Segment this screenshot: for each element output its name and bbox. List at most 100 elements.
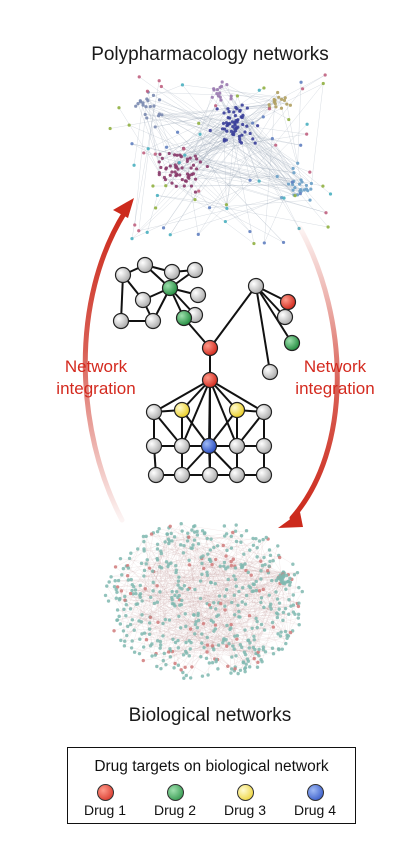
cloud-node <box>177 614 181 619</box>
cloud-node <box>239 540 243 544</box>
cloud-node <box>155 664 159 669</box>
cloud-node <box>200 561 204 566</box>
cloud-edge <box>149 594 294 635</box>
cloud-node <box>200 529 205 533</box>
cloud-node <box>179 543 183 547</box>
cloud-edge <box>198 124 308 235</box>
cloud-node <box>193 587 197 592</box>
cloud-edge <box>174 581 288 596</box>
cloud-node <box>117 614 121 619</box>
cloud-edge <box>110 97 286 129</box>
cloud-edge <box>144 545 254 552</box>
cloud-edge <box>180 154 294 173</box>
cloud-node <box>140 613 144 617</box>
cloud-edge <box>220 566 239 606</box>
cloud-node <box>283 629 288 634</box>
cloud-node <box>193 524 197 528</box>
cloud-node <box>255 665 260 669</box>
cloud-node <box>253 141 257 145</box>
cloud-node <box>187 176 191 180</box>
cloud-node <box>187 558 191 563</box>
cloud-edge <box>195 100 276 193</box>
cloud-node <box>117 106 121 110</box>
cloud-node <box>157 79 161 83</box>
cloud-edge <box>141 544 194 564</box>
cloud-node <box>113 565 118 569</box>
cloud-edge <box>223 640 242 648</box>
cloud-edge <box>187 543 199 590</box>
cloud-node <box>109 575 113 579</box>
cloud-edge <box>264 198 285 243</box>
cloud-node <box>229 129 233 133</box>
cloud-node <box>299 80 303 84</box>
cloud-node <box>154 206 158 210</box>
cloud-node <box>233 634 237 638</box>
cloud-node <box>157 527 161 531</box>
cloud-node <box>270 578 274 583</box>
cloud-node <box>226 123 230 127</box>
cloud-node <box>141 534 146 539</box>
cloud-node <box>262 555 266 560</box>
cloud-edge <box>127 586 250 627</box>
cloud-node <box>160 156 164 160</box>
cloud-edge <box>157 559 246 631</box>
cloud-node <box>216 94 221 98</box>
cloud-node <box>290 180 294 184</box>
cloud-node <box>255 546 259 550</box>
cloud-node <box>261 647 266 652</box>
cloud-node <box>252 638 257 642</box>
cloud-node <box>115 618 120 622</box>
cloud-edge <box>135 593 208 638</box>
right-arrowhead <box>278 512 303 528</box>
cloud-edge <box>132 533 227 585</box>
cloud-node <box>115 608 120 612</box>
cloud-node <box>181 653 186 657</box>
cloud-edge <box>173 536 232 668</box>
cloud-edge <box>119 598 180 606</box>
cloud-node <box>142 151 146 155</box>
cloud-node <box>222 111 226 115</box>
cloud-edge <box>178 568 226 648</box>
cloud-edge <box>143 548 299 604</box>
cloud-node <box>130 142 134 146</box>
cloud-edge <box>141 621 258 654</box>
cloud-node <box>226 107 230 111</box>
cloud-node <box>229 94 233 98</box>
cloud-node <box>177 575 181 579</box>
cloud-node <box>175 172 179 176</box>
cloud-edge <box>172 583 216 640</box>
cloud-node <box>129 646 134 650</box>
cloud-node <box>195 533 200 537</box>
cloud-node <box>251 121 255 125</box>
cloud-edge <box>123 609 218 660</box>
cloud-edge <box>124 585 141 642</box>
cloud-edge <box>142 600 153 644</box>
cloud-edge <box>181 138 273 157</box>
cloud-node <box>257 589 262 593</box>
cloud-edge <box>223 574 284 641</box>
cloud-node <box>287 612 291 616</box>
cloud-node <box>244 593 249 598</box>
cloud-edge <box>181 540 188 601</box>
cloud-edge <box>146 536 264 540</box>
cloud-node <box>279 106 284 110</box>
cloud-edge <box>225 568 258 668</box>
cloud-node <box>248 641 252 645</box>
diagram-node <box>145 403 163 421</box>
cloud-node <box>296 604 301 609</box>
diagram-node <box>161 279 179 297</box>
cloud-node <box>226 565 230 569</box>
cloud-edge <box>248 574 289 662</box>
cloud-node <box>223 534 227 538</box>
cloud-node <box>176 646 181 650</box>
cloud-edge <box>270 555 284 576</box>
cloud-node <box>212 601 216 605</box>
cloud-edge <box>117 609 246 631</box>
cloud-edge <box>134 624 216 631</box>
cloud-node <box>220 84 224 88</box>
cloud-node <box>243 666 248 670</box>
cloud-edge <box>169 574 281 649</box>
cloud-node <box>279 97 284 101</box>
cloud-node <box>237 609 241 614</box>
cloud-node <box>205 164 209 169</box>
